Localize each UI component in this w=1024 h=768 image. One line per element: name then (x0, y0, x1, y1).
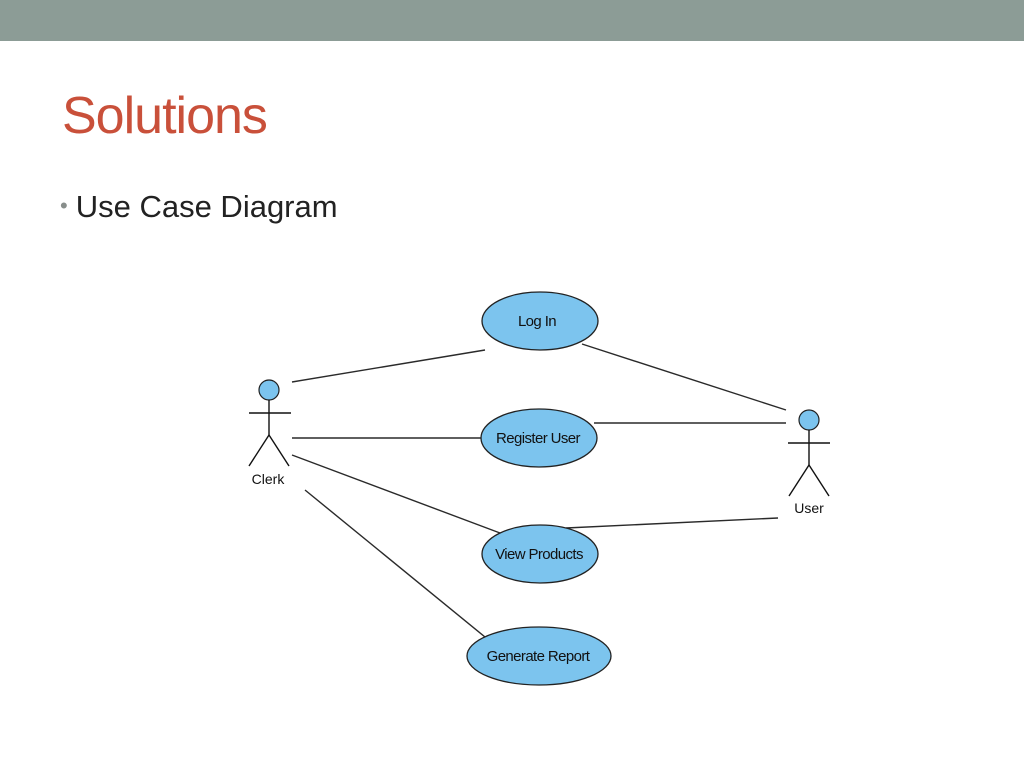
use-case-label: View Products (495, 546, 583, 563)
actor-user[interactable]: User (788, 409, 830, 516)
actor-label: Clerk (252, 471, 286, 487)
use-case-register-user[interactable]: Register User (480, 408, 598, 468)
use-case-label: Register User (496, 430, 580, 447)
use-case-ellipse (466, 626, 612, 686)
actor-right-leg (808, 464, 830, 497)
assoc-clerk-view-products (291, 454, 501, 534)
actor-left-leg (248, 434, 270, 467)
use-case-log-in[interactable]: Log In (481, 291, 599, 351)
assoc-user-log-in (581, 343, 787, 411)
use-case-label: Generate Report (487, 648, 591, 665)
use-case-view-products[interactable]: View Products (481, 524, 599, 584)
slide-title: Solutions (62, 87, 268, 145)
use-case-ellipse (481, 291, 599, 351)
actor-left-leg (788, 464, 810, 497)
assoc-clerk-generate-report (304, 489, 486, 638)
actor-head-icon (258, 379, 280, 401)
use-case-ellipse (481, 524, 599, 584)
use-case-label: Log In (518, 313, 556, 330)
bullet-text: Use Case Diagram (75, 189, 338, 224)
actor-label: User (794, 500, 824, 516)
use-case-generate-report[interactable]: Generate Report (466, 626, 612, 686)
assoc-clerk-log-in (291, 349, 486, 383)
assoc-user-view-products (565, 517, 779, 529)
top-band (0, 0, 1024, 41)
actor-right-leg (268, 434, 290, 467)
bullet-item: • Use Case Diagram (60, 185, 338, 228)
actor-clerk[interactable]: Clerk (248, 379, 291, 487)
bullet-dot-icon: • (60, 193, 68, 218)
actor-head-icon (798, 409, 820, 431)
use-case-ellipse (480, 408, 598, 468)
